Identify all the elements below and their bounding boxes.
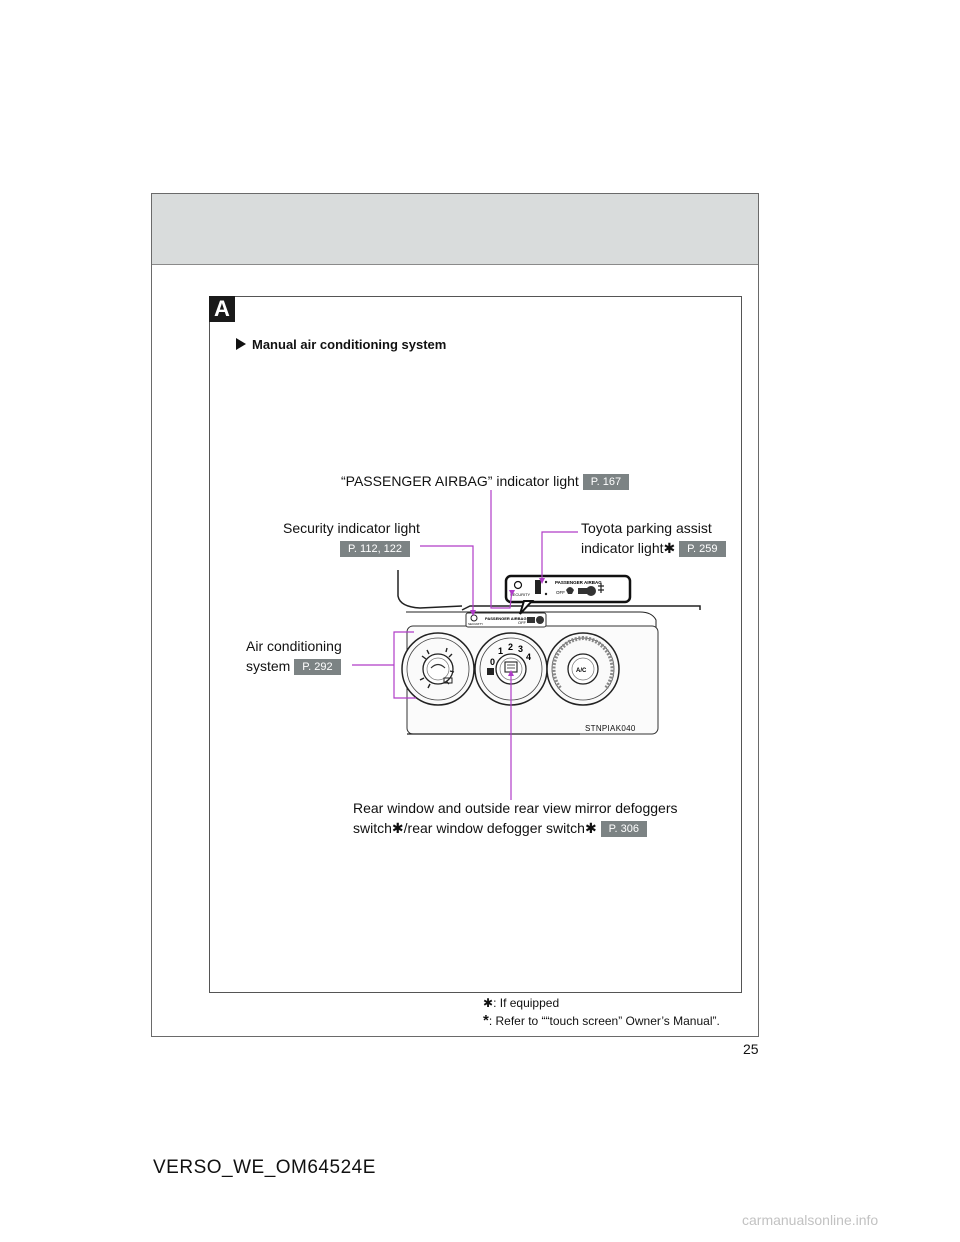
callout-passenger-airbag: “PASSENGER AIRBAG” indicator light P. 16… [341,472,630,490]
svg-text:1: 1 [498,646,503,656]
ref-page-passenger-airbag[interactable]: P. 167 [582,474,630,490]
svg-text:PASSENGER AIRBAG: PASSENGER AIRBAG [485,616,527,621]
svg-text:A/C: A/C [576,668,587,674]
svg-text:PASSENGER AIRBAG: PASSENGER AIRBAG [555,580,602,585]
triangle-bullet-icon [236,338,246,350]
svg-text:SECURITY: SECURITY [510,592,531,597]
section-title: Manual air conditioning system [236,337,446,352]
svg-text:3: 3 [518,644,523,654]
asterisk-icon: ✱ [663,540,676,556]
watermark: carmanualsonline.info [742,1212,879,1228]
page-number: 25 [743,1041,759,1057]
callout-air-conditioning-line1: Air conditioning [246,638,342,654]
footnote-touch-screen: *: Refer to ““touch screen” Owner’s Manu… [483,1012,720,1029]
callout-defogger-line1: Rear window and outside rear view mirror… [353,800,678,816]
svg-text:SECURITY: SECURITY [468,622,483,626]
callout-parking-assist-line1: Toyota parking assist [581,520,712,536]
temperature-dial: A/C [546,632,620,706]
callout-parking-assist-line2: indicator light✱ P. 259 [581,539,726,557]
asterisk-icon: ✱ [391,820,404,836]
indicator-strip: SECURITY PASSENGER AIRBAG OFF [465,612,547,628]
callout-security-ref: P. 112, 122 [340,539,411,557]
leader-arrowheads [470,578,545,676]
svg-text:OFF: OFF [556,590,565,595]
ref-page-parking-assist[interactable]: P. 259 [679,541,726,557]
section-tab: A [209,296,235,322]
ref-page-air-conditioning[interactable]: P. 292 [294,659,341,675]
footnote-if-equipped: ✱: If equipped [483,996,560,1010]
callout-security-label: Security indicator light [283,520,420,536]
callout-air-conditioning-line2: system P. 292 [246,657,341,675]
leader-lines [352,490,578,800]
asterisk-icon: ✱ [584,820,597,836]
callout-defogger-line2: switch✱/rear window defogger switch✱ P. … [353,819,647,837]
indicator-inset: SECURITY PASSENGER AIRBAG OFF [504,574,632,615]
ref-page-security[interactable]: P. 112, 122 [340,541,411,557]
air-outlet-dial [401,632,475,706]
page-frame [151,193,759,1037]
svg-text:2: 2 [508,642,513,652]
header-band [152,194,758,265]
ref-page-defogger[interactable]: P. 306 [600,821,647,837]
document-id: VERSO_WE_OM64524E [153,1157,376,1178]
content-panel [209,296,742,993]
svg-text:4: 4 [526,652,531,662]
svg-text:0: 0 [490,657,495,667]
figure-code: STNPIAK040 [585,724,636,733]
svg-text:OFF: OFF [518,620,527,625]
